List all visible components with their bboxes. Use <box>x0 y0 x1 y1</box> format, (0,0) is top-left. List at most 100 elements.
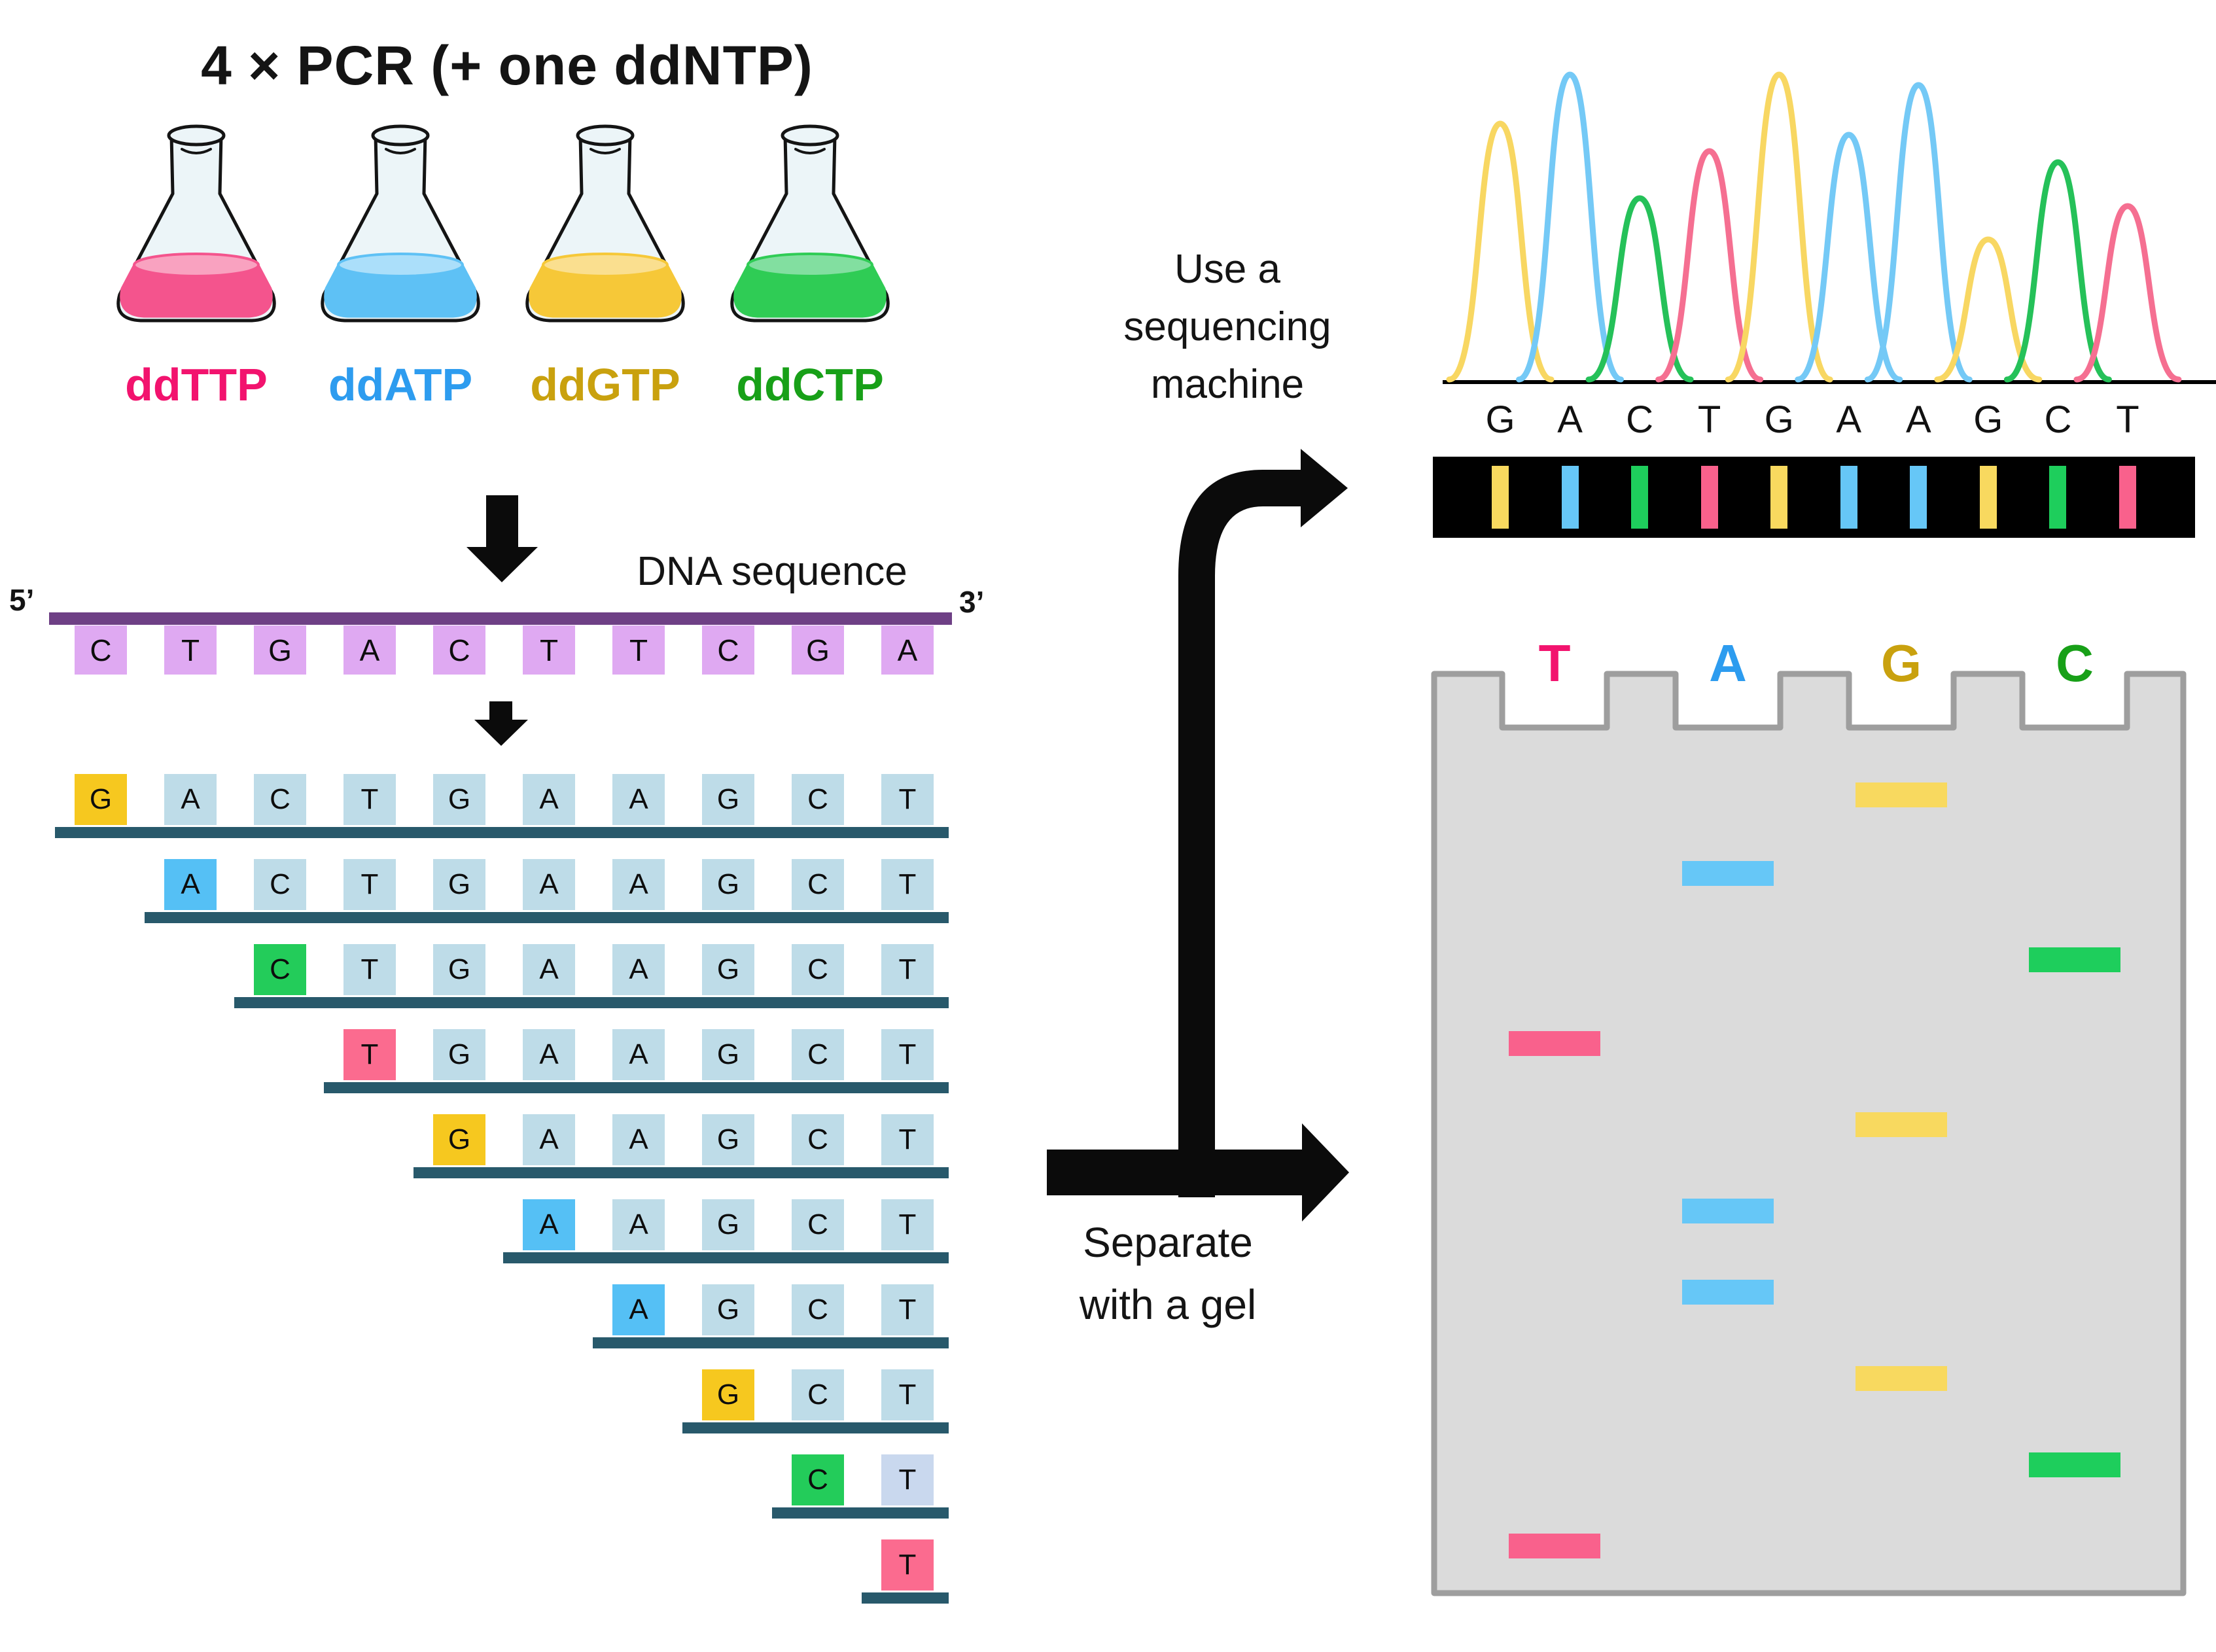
base-call-letter: T <box>2116 398 2139 441</box>
fragment-base-box: T <box>881 944 934 995</box>
fragment-base-box: A <box>612 1114 665 1165</box>
fragment-strand-bar <box>324 1082 949 1093</box>
fragment-strand-bar <box>862 1592 949 1604</box>
three-prime-label: 3’ <box>959 585 985 619</box>
fragment-base-box: T <box>881 1199 934 1250</box>
electrophoresis-gel <box>1431 671 2187 1596</box>
fragment-strand-bar <box>413 1167 949 1178</box>
fragment-base-box: G <box>702 1029 754 1080</box>
fragment-base-box: T <box>343 944 396 995</box>
flask-mouth-inner <box>794 148 826 154</box>
fragment-base-box: G <box>702 1114 754 1165</box>
fragment-strand-bar <box>145 912 949 923</box>
template-base-box: A <box>881 625 934 675</box>
output-band-C <box>2049 466 2067 529</box>
output-band-G <box>1770 466 1788 529</box>
chromatogram-peak-A <box>1516 71 1625 383</box>
base-call-letter: C <box>1626 398 1654 441</box>
fragment-base-box: A <box>523 1114 575 1165</box>
fragment-base-box: T <box>881 1284 934 1335</box>
use-sequencing-machine-label: Use a sequencing machine <box>1031 241 1424 413</box>
fragment-base-box: T <box>343 859 396 910</box>
output-band-T <box>2119 466 2136 529</box>
chromatogram-peak-T <box>2073 203 2182 383</box>
flask-liquid-surface <box>133 253 260 277</box>
flask-ddTTP <box>116 124 276 323</box>
fragment-base-box: T <box>881 1369 934 1420</box>
gel-lane-label-G: G <box>1880 634 1922 692</box>
gel-slab <box>1431 671 2187 1596</box>
gel-band-A <box>1682 861 1774 886</box>
dna-backbone <box>49 612 952 625</box>
flask-liquid <box>529 264 682 318</box>
flask-mouth-inner <box>385 148 416 154</box>
chromatogram-peak-A <box>1864 82 1973 383</box>
flask-ddCTP <box>730 124 890 323</box>
flask-liquid <box>324 264 477 318</box>
gel-band-C <box>2029 1452 2120 1477</box>
fragment-base-box: T <box>881 859 934 910</box>
label-line: sequencing <box>1123 304 1331 349</box>
flask-label-ddTTP: ddTTP <box>125 359 268 410</box>
down-arrow-small-icon <box>474 701 528 746</box>
down-arrow-icon <box>466 495 538 582</box>
fragment-terminal-base-box: G <box>433 1114 485 1165</box>
output-band-A <box>1561 466 1579 529</box>
chromatogram <box>1443 71 2216 384</box>
fragment-terminal-base-box: T <box>881 1539 934 1590</box>
fragment-base-box: C <box>792 1114 844 1165</box>
output-band-A <box>1910 466 1927 529</box>
output-band-T <box>1700 466 1718 529</box>
chromatogram-peak-A <box>1795 132 1903 383</box>
fragment-base-box: G <box>433 944 485 995</box>
base-call-letter: A <box>1836 398 1862 441</box>
fragment-base-box: A <box>523 944 575 995</box>
fragment-base-box: G <box>702 1199 754 1250</box>
fragment-base-box: A <box>612 1199 665 1250</box>
fragment-terminal-base-box: A <box>164 859 217 910</box>
sequencing-output-bar <box>1433 457 2195 538</box>
base-call-letter: G <box>1485 398 1515 441</box>
fragment-terminal-base-box: C <box>254 944 306 995</box>
fragment-terminal-base-box: C <box>792 1454 844 1505</box>
fragment-strand-bar <box>682 1422 949 1433</box>
chromatogram-peak-G <box>1934 236 2043 383</box>
output-band-A <box>1840 466 1857 529</box>
fragment-base-box: G <box>702 774 754 825</box>
fragment-base-box: G <box>433 774 485 825</box>
chromatogram-peak-C <box>1585 195 1694 383</box>
fragment-base-box: C <box>792 774 844 825</box>
template-base-box: C <box>702 625 754 675</box>
chromatogram-peak-T <box>1655 148 1764 383</box>
chromatogram-peak-C <box>2003 159 2112 383</box>
fragment-base-box: A <box>612 859 665 910</box>
flask-liquid <box>733 264 887 318</box>
fragment-base-box: C <box>254 774 306 825</box>
flask-liquid <box>120 264 273 318</box>
template-base-box: T <box>164 625 217 675</box>
dna-sequence-title: DNA sequence <box>637 549 907 594</box>
flask-mouth-inner <box>181 148 212 154</box>
gel-lane-label-T: T <box>1538 634 1571 692</box>
label-line: machine <box>1150 362 1305 407</box>
flask-ddATP <box>321 124 480 323</box>
gel-band-T <box>1509 1534 1600 1558</box>
flask-liquid-surface <box>747 253 873 277</box>
fragment-terminal-base-box: G <box>702 1369 754 1420</box>
fragment-base-box: G <box>702 859 754 910</box>
fragment-base-box: G <box>433 859 485 910</box>
label-line: Separate <box>1083 1219 1253 1266</box>
curved-arrow-to-sequencer-icon <box>1178 449 1348 1197</box>
fragment-base-box: A <box>523 859 575 910</box>
gel-band-A <box>1682 1199 1774 1223</box>
fragment-base-box: T <box>343 774 396 825</box>
pcr-flasks <box>116 124 890 323</box>
fragment-strand-bar <box>55 827 949 838</box>
flask-label-ddGTP: ddGTP <box>530 359 680 410</box>
fragment-terminal-base-box: A <box>523 1199 575 1250</box>
fragment-base-box: T <box>881 774 934 825</box>
fragment-base-box: C <box>792 1199 844 1250</box>
chromatogram-peak-G <box>1446 120 1555 383</box>
